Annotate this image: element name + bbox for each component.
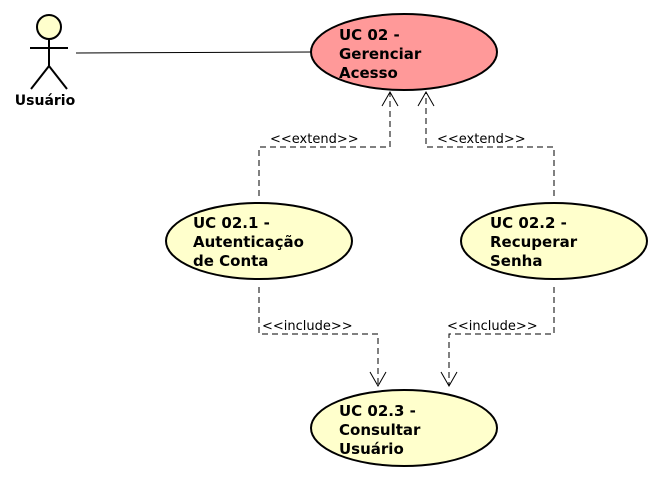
use-case-uc022-label: UC 02.2 - Recuperar Senha — [490, 214, 582, 270]
include-left-label: <<include>> — [262, 319, 353, 334]
use-case-uc022-ellipse — [460, 202, 648, 280]
association-line — [75, 51, 314, 54]
actor-right-leg — [48, 65, 68, 90]
use-case-uc023-label: UC 02.3 - Consultar Usuário — [339, 402, 426, 458]
include-right-label: <<include>> — [447, 319, 538, 334]
actor-left-leg — [30, 65, 50, 90]
use-case-uc022[interactable]: UC 02.2 - Recuperar Senha — [460, 202, 648, 280]
actor-usuario[interactable]: Usuário — [15, 14, 76, 109]
include-right-line — [448, 287, 555, 386]
use-case-uc021-label: UC 02.1 - Autenticação de Conta — [193, 214, 309, 270]
include-left-arrowhead — [369, 371, 387, 388]
use-case-uc02-ellipse — [310, 13, 498, 91]
use-case-uc021-ellipse — [165, 202, 353, 280]
include-left-line — [258, 287, 379, 386]
actor-label: Usuário — [15, 93, 76, 109]
extend-right-line — [425, 92, 555, 196]
extend-left-arrowhead — [381, 90, 399, 107]
extend-right-arrowhead — [417, 90, 435, 107]
actor-head — [36, 14, 62, 40]
include-right-arrowhead — [440, 371, 458, 388]
use-case-uc023[interactable]: UC 02.3 - Consultar Usuário — [310, 389, 498, 467]
extend-right-label: <<extend>> — [437, 132, 526, 147]
extend-left-line — [258, 92, 391, 196]
use-case-uc023-ellipse — [310, 389, 498, 467]
use-case-uc02-label: UC 02 - Gerenciar Acesso — [339, 26, 427, 82]
extend-left-label: <<extend>> — [270, 132, 359, 147]
use-case-uc021[interactable]: UC 02.1 - Autenticação de Conta — [165, 202, 353, 280]
use-case-uc02[interactable]: UC 02 - Gerenciar Acesso — [310, 13, 498, 91]
